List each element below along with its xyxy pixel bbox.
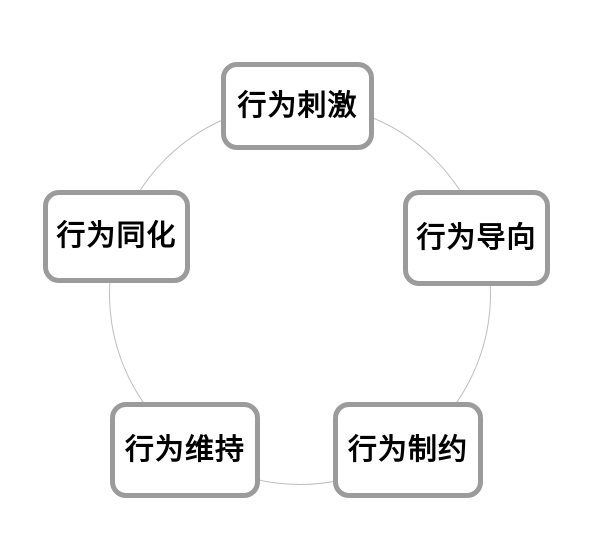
node-label: 行为刺激 xyxy=(237,89,358,122)
node-label: 行为维持 xyxy=(124,433,245,466)
node-label: 行为导向 xyxy=(416,221,537,254)
node-behavior-orientation: 行为导向 xyxy=(403,190,550,286)
node-behavior-constraint: 行为制约 xyxy=(333,402,483,498)
node-label: 行为同化 xyxy=(56,220,177,252)
node-behavior-stimulus: 行为刺激 xyxy=(221,62,374,150)
node-label: 行为制约 xyxy=(347,433,468,466)
node-behavior-assimilation: 行为同化 xyxy=(43,190,190,283)
node-behavior-maintenance: 行为维持 xyxy=(110,402,260,498)
